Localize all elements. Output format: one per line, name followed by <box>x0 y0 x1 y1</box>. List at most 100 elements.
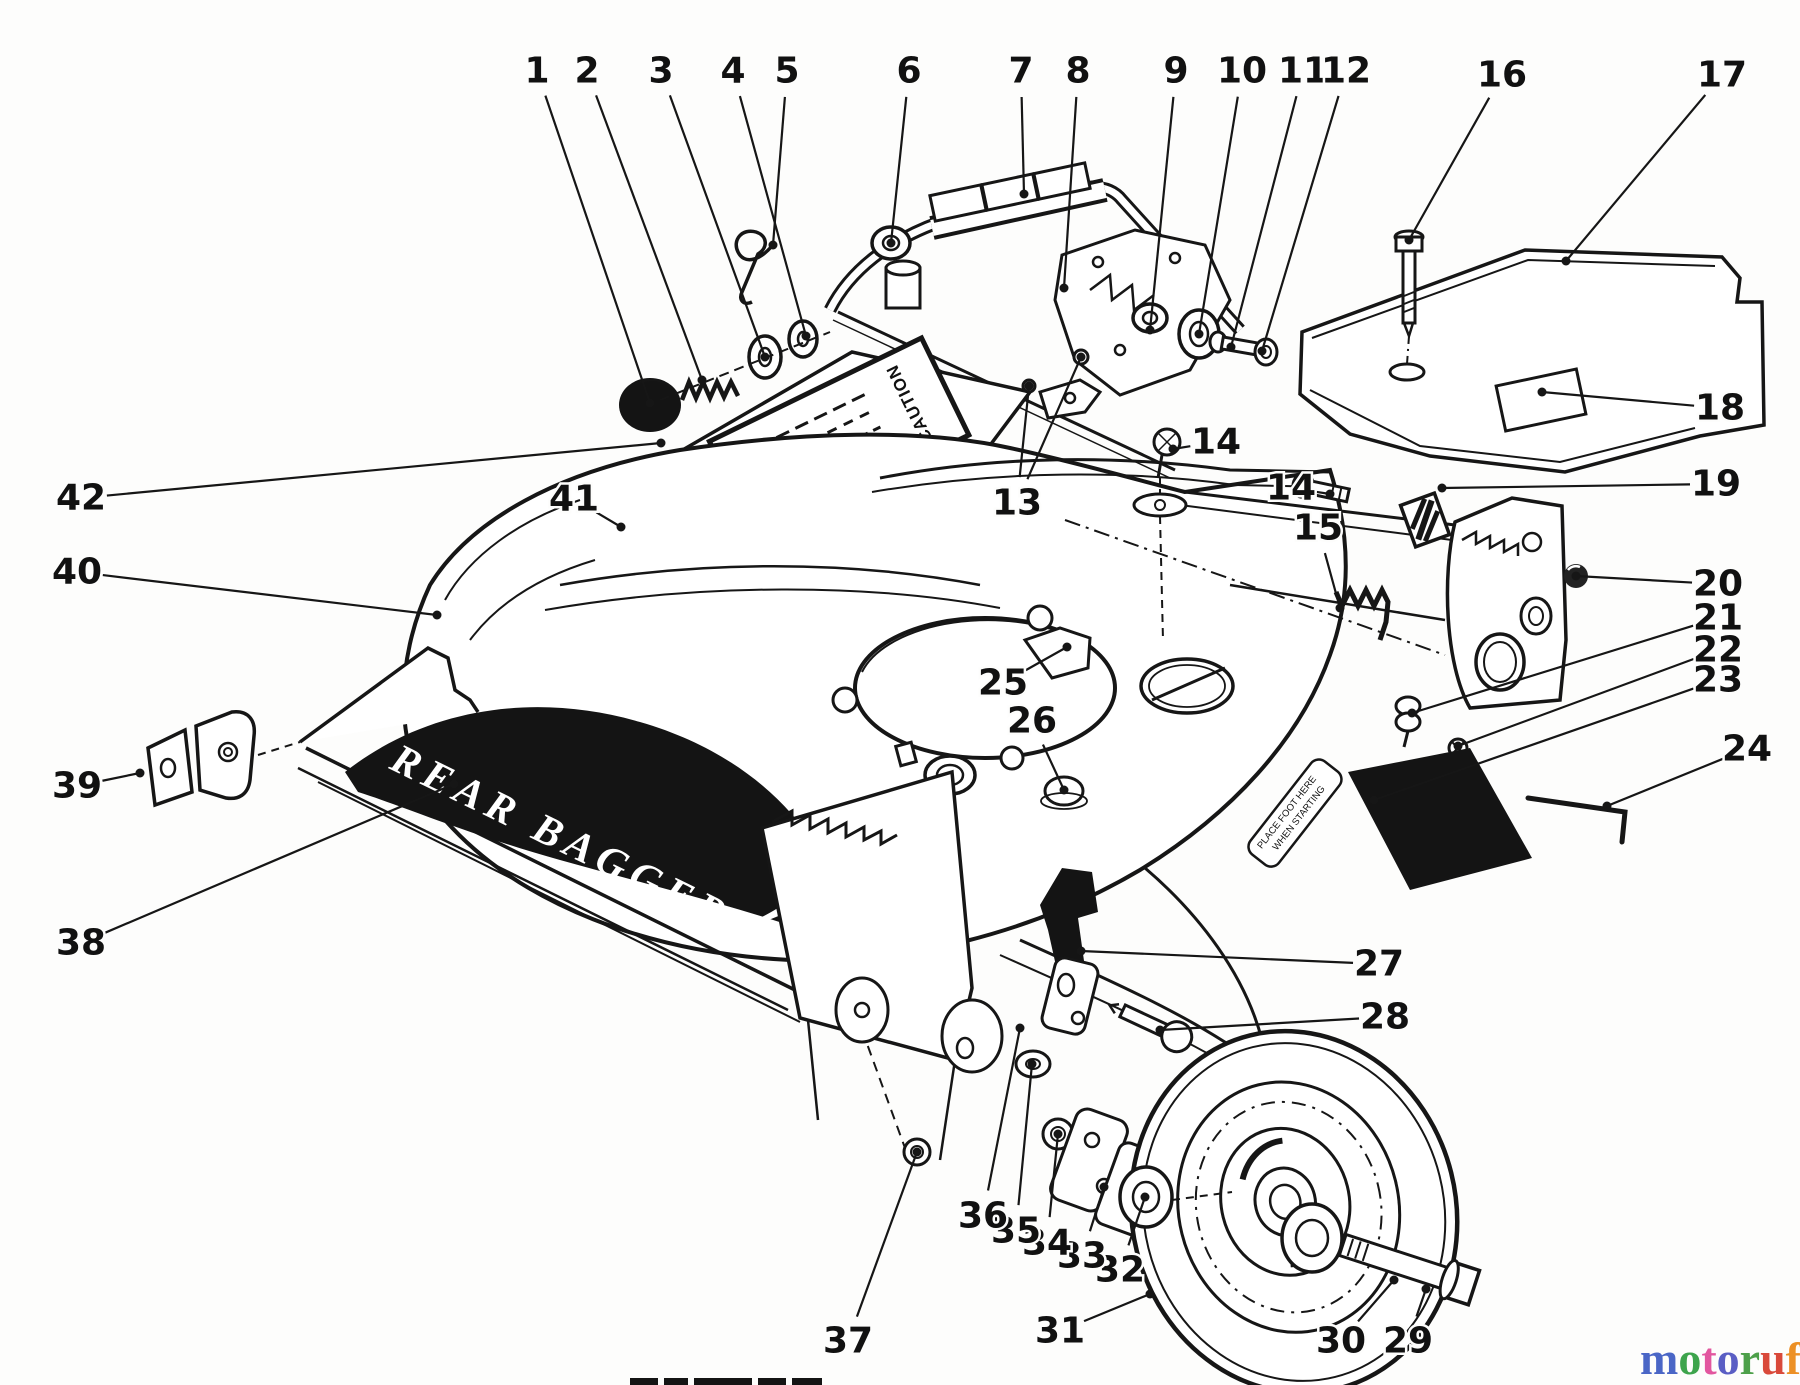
leader-line <box>986 1027 1022 1191</box>
leader-line <box>102 771 141 782</box>
part-number-21: 21 <box>1693 598 1743 639</box>
callout-32-32: 32 <box>1092 1192 1150 1293</box>
callout-25-25: 25 <box>975 642 1072 706</box>
part-number-26: 26 <box>1007 701 1057 742</box>
leader-dot <box>1024 381 1034 391</box>
leader-dot <box>616 522 626 532</box>
bracket-39 <box>146 710 301 808</box>
callout-40-40: 40 <box>49 549 442 620</box>
leader-line <box>1127 1196 1147 1246</box>
callout-1-0: 1 <box>522 48 655 408</box>
leader-line <box>1080 949 1354 964</box>
part-number-22: 22 <box>1693 630 1743 671</box>
part-number-32: 32 <box>1095 1250 1145 1291</box>
part-number-36: 36 <box>958 1196 1008 1237</box>
axle-bolt <box>1337 1232 1482 1307</box>
leader-dot <box>1335 603 1345 613</box>
callout-27-27: 27 <box>1076 941 1407 987</box>
part-number-28: 28 <box>1360 997 1410 1038</box>
callout-8-7: 8 <box>1059 48 1093 293</box>
leader-dot <box>1027 1059 1037 1069</box>
callout-18-18: 18 <box>1537 385 1748 431</box>
callout-12-11: 12 <box>1257 48 1374 356</box>
callout-5-4: 5 <box>768 48 802 250</box>
leader-dot <box>135 768 145 778</box>
callout-30-30: 30 <box>1313 1275 1399 1364</box>
leader-dot <box>1168 444 1178 454</box>
leader-dot <box>1453 741 1463 751</box>
callout-39-39: 39 <box>49 763 145 809</box>
leader-dot <box>1325 489 1335 499</box>
leader-dot <box>1076 352 1086 362</box>
callout-9-8: 9 <box>1145 48 1191 335</box>
leader-dot <box>1602 801 1612 811</box>
leader-dot <box>1421 1284 1431 1294</box>
bearing-cone <box>1280 1202 1344 1274</box>
part-number-16: 16 <box>1477 55 1527 96</box>
callout-21-21: 21 <box>1407 595 1746 718</box>
part-number-19: 19 <box>1691 464 1741 505</box>
cropped-logo-bar <box>630 1378 822 1385</box>
callout-19-19: 19 <box>1437 461 1744 507</box>
callout-13-12: 13 <box>989 352 1086 526</box>
part-number-41: 41 <box>549 479 599 520</box>
left-side-plate <box>759 769 974 1167</box>
leader-dot <box>1437 483 1447 493</box>
callout-34-34: 34 <box>1019 1129 1075 1266</box>
leader-line <box>1026 356 1083 480</box>
leader-line <box>1408 97 1491 241</box>
part-number-5: 5 <box>774 51 799 92</box>
callout-38-38: 38 <box>53 779 459 966</box>
adjuster-disc-left <box>834 976 890 1044</box>
leader-line <box>595 94 704 381</box>
part-number-3: 3 <box>648 51 673 92</box>
leader-line <box>1048 1133 1060 1218</box>
part-number-11: 11 <box>1278 51 1328 92</box>
right-side-plate <box>1064 427 1628 890</box>
leader-dot <box>1407 708 1417 718</box>
leader-line <box>1017 1063 1034 1206</box>
leader-dot <box>1537 387 1547 397</box>
leader-dot <box>1019 189 1029 199</box>
callout-28-28: 28 <box>1155 994 1413 1040</box>
part-number-25: 25 <box>978 663 1028 704</box>
leader-dot <box>1053 1129 1063 1139</box>
leader-line <box>1323 552 1342 609</box>
part-number-14: 14 <box>1191 422 1241 463</box>
leader-dot <box>1059 785 1069 795</box>
pin-21 <box>1394 695 1422 748</box>
part-number-40: 40 <box>52 552 102 593</box>
leader-dot <box>1369 795 1379 805</box>
callout-24-24: 24 <box>1602 726 1775 811</box>
callout-35-35: 35 <box>988 1059 1044 1254</box>
part-number-14: 14 <box>1266 468 1316 509</box>
leader-dot <box>1571 571 1581 581</box>
deflector-plate <box>1298 229 1766 474</box>
callout-37-37: 37 <box>820 1147 922 1364</box>
leader-dot <box>1226 342 1236 352</box>
part-number-39: 39 <box>52 766 102 807</box>
leader-line <box>668 95 767 358</box>
leader-line <box>1565 94 1707 262</box>
leader-dot <box>886 238 896 248</box>
leader-dot <box>449 779 459 789</box>
leader-line <box>738 95 808 337</box>
leader-line <box>1575 574 1693 584</box>
leader-dot <box>1404 235 1414 245</box>
spring-15 <box>1333 584 1391 641</box>
part-number-34: 34 <box>1022 1223 1072 1264</box>
leader-dot <box>1389 1275 1399 1285</box>
leader-line <box>1606 757 1724 808</box>
callout-14-14: 14 <box>1263 465 1335 511</box>
part-number-42: 42 <box>56 478 106 519</box>
callout-33-33: 33 <box>1054 1182 1110 1279</box>
part-number-23: 23 <box>1693 660 1743 701</box>
leader-line <box>1411 624 1694 715</box>
leader-dot <box>1155 1025 1165 1035</box>
part-number-7: 7 <box>1008 51 1033 92</box>
part-number-8: 8 <box>1065 51 1090 92</box>
leader-line <box>1357 1279 1395 1323</box>
callout-36-36: 36 <box>955 1023 1025 1239</box>
